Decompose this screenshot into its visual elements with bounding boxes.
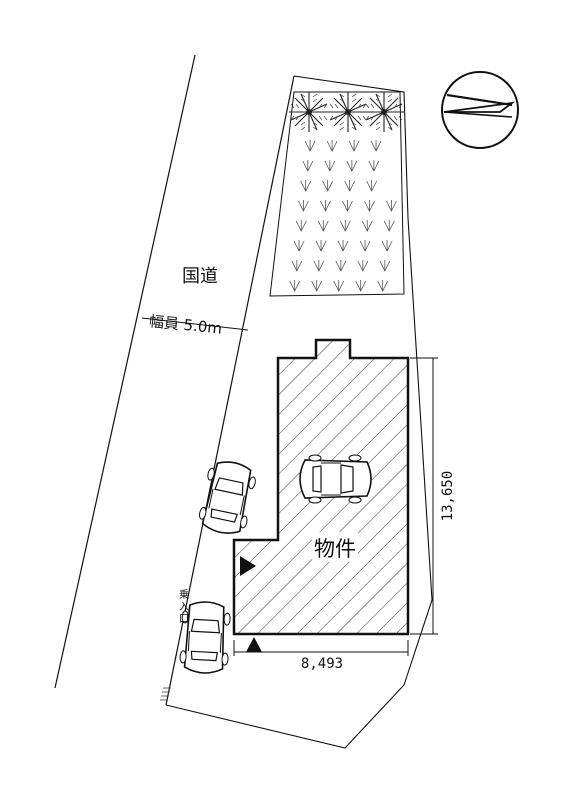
- lawn-symbol-icon: [386, 199, 397, 212]
- lawn-symbol-icon: [381, 239, 393, 252]
- lawn-symbol-icon: [333, 279, 345, 292]
- road-name: 国道: [182, 266, 218, 287]
- entrance-label-char-2: 入: [179, 602, 189, 613]
- width-dimension: 8,493: [301, 656, 343, 672]
- lawn-symbol-icon: [291, 259, 303, 272]
- road-lines: [54, 54, 295, 706]
- triangle-marker-icon: [246, 637, 262, 652]
- lawn-symbol-icon: [326, 139, 338, 152]
- lawn-symbol-icon: [344, 179, 356, 192]
- lawn-symbol-icon: [346, 159, 358, 172]
- property-label-bg: [312, 532, 358, 562]
- lawn-symbol-icon: [355, 279, 367, 292]
- lawn-symbol-icon: [359, 239, 371, 252]
- lawn-symbol-icon: [304, 139, 316, 152]
- lawn-symbol-icon: [315, 239, 327, 252]
- lawn-symbol-icon: [366, 179, 378, 192]
- palm-tree-icon: [327, 91, 369, 133]
- lawn-symbol-icon: [364, 199, 375, 212]
- lawn-symbol-icon: [370, 139, 382, 152]
- lawn-symbol-icon: [322, 179, 334, 192]
- width-dimension-line: [233, 640, 409, 656]
- lawn-symbol-icon: [302, 159, 314, 172]
- triangle-marker-icon: [240, 556, 256, 576]
- lawn-symbol-icon: [342, 199, 353, 212]
- lawn-symbol-icon: [339, 219, 351, 232]
- lawn-symbol-icon: [348, 139, 360, 152]
- car-icon: [195, 457, 260, 539]
- lawn-symbol-icon: [317, 219, 329, 232]
- entrance-label-char-1: 乗: [179, 589, 189, 601]
- lawn-symbol-icon: [383, 219, 395, 232]
- lawn-symbol-icon: [324, 159, 336, 172]
- property-label: 物件: [314, 537, 356, 561]
- lawn-symbol-icon: [293, 239, 305, 252]
- lawn-symbol-icon: [377, 279, 389, 292]
- road-width-leader: [141, 317, 249, 331]
- lot-boundary: [165, 75, 433, 749]
- north-arrow-icon: [441, 71, 519, 149]
- lawn-symbol-icon: [335, 259, 347, 272]
- lawn-symbol-icon: [379, 259, 391, 272]
- lawn-symbol-icon: [337, 239, 349, 252]
- lawn-symbol-icon: [289, 279, 301, 292]
- curb-texture: [160, 687, 171, 701]
- height-dimension: 13,650: [440, 471, 456, 522]
- entrance-label-char-3: 口: [179, 614, 189, 625]
- palm-tree-icon: [363, 91, 405, 133]
- lawn-symbol-icon: [357, 259, 369, 272]
- lawn-symbol-icon: [300, 179, 312, 192]
- height-dimension-line: [410, 357, 438, 635]
- palm-tree-icon: [288, 91, 330, 133]
- car-icon: [299, 454, 372, 504]
- lawn-symbol-icon: [361, 219, 373, 232]
- lawn-symbol-icon: [298, 199, 309, 212]
- lawn-symbol-icon: [313, 259, 325, 272]
- lawn-symbols: [289, 139, 397, 292]
- palm-trees: [288, 91, 405, 133]
- road-width-label: 幅員 5.0m: [148, 312, 223, 338]
- lawn-symbol-icon: [295, 219, 307, 232]
- lawn-symbol-icon: [320, 199, 331, 212]
- lawn-symbol-icon: [311, 279, 323, 292]
- garden-area: [269, 91, 405, 297]
- lawn-symbol-icon: [368, 159, 380, 172]
